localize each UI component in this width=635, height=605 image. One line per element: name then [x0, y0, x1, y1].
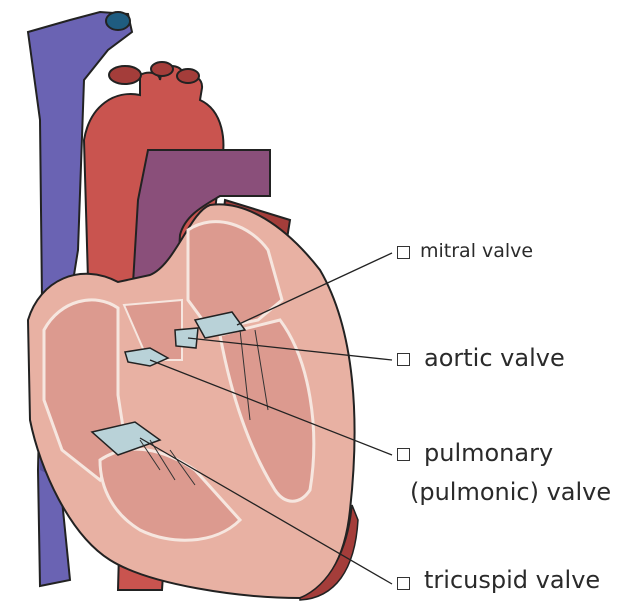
mitral-checkbox[interactable] [397, 246, 410, 259]
pulmonary-valve-label-line2: (pulmonic) valve [410, 478, 611, 506]
mitral-valve-label: mitral valve [420, 240, 533, 262]
tricuspid-checkbox[interactable] [397, 577, 410, 590]
heart-body [28, 204, 358, 600]
aortic-valve-label: aortic valve [424, 344, 565, 372]
aortic-valve-shape [175, 328, 198, 348]
tricuspid-valve-label: tricuspid valve [424, 566, 600, 594]
pulmonary-valve-label-line1: pulmonary [424, 439, 553, 467]
aortic-checkbox[interactable] [397, 353, 410, 366]
pulmonary-checkbox[interactable] [397, 448, 410, 461]
